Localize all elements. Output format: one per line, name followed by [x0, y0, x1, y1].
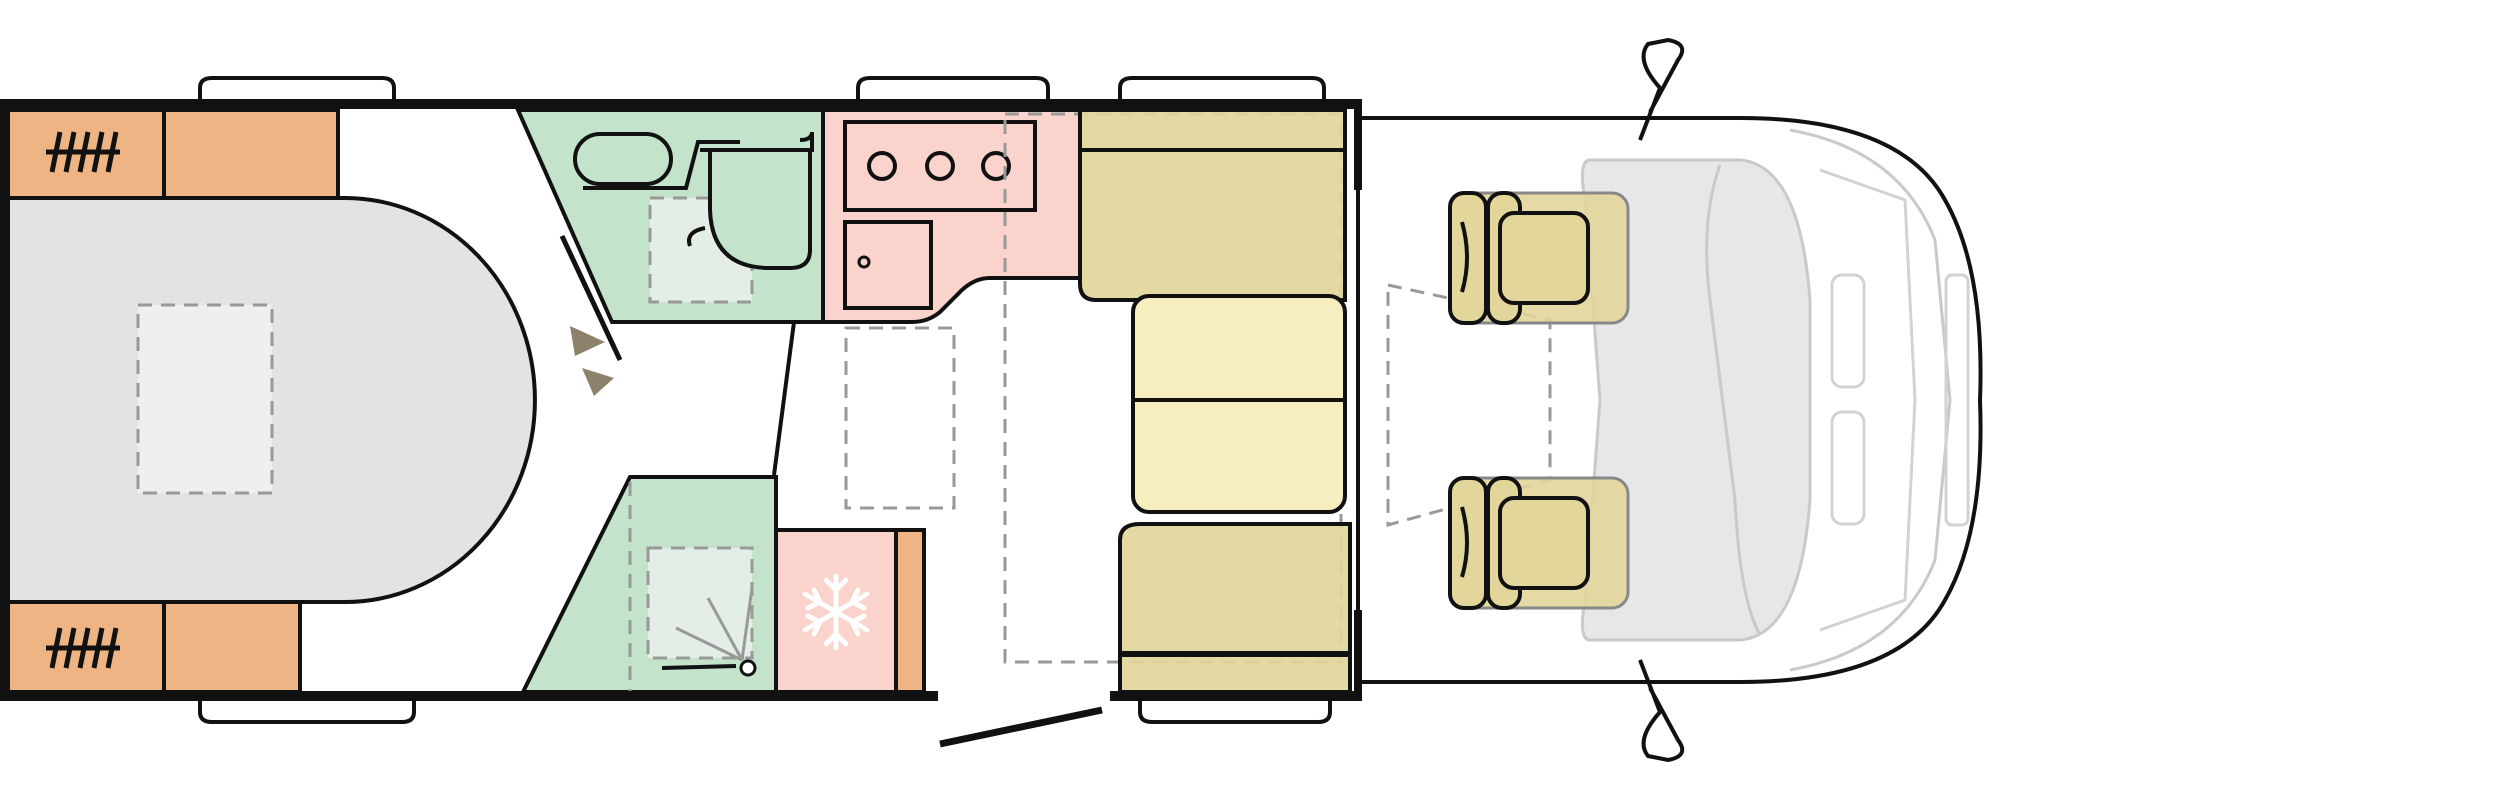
wheel-arch-rear-bottom	[198, 695, 416, 724]
stove-burners-icon	[843, 120, 1037, 212]
wheel-arch-front-bottom	[1138, 695, 1332, 724]
dinette	[1078, 108, 1352, 694]
mirror-bottom	[1638, 659, 1685, 763]
snowflake-icon	[802, 573, 870, 651]
shower-icon	[661, 587, 757, 677]
wardrobe-bottom	[6, 600, 302, 694]
toilet-icon	[687, 131, 814, 270]
mirror-top	[1638, 37, 1685, 141]
cab-vent-left	[1830, 273, 1866, 389]
wheel-arches	[198, 76, 1332, 724]
cab-bonnet-line-outer	[1789, 128, 1952, 672]
wheel-arch-rear-top	[198, 76, 396, 105]
floor-hatch-kitchen	[844, 326, 956, 510]
cab-bonnet-line-inner	[1819, 168, 1917, 632]
sink-icon	[573, 132, 740, 190]
sliding-door-panel	[559, 234, 623, 362]
bedroom-door	[559, 234, 623, 396]
wardrobe-top	[6, 108, 340, 200]
cab-dashboard-line	[1705, 164, 1762, 636]
bed-storage-hatch	[136, 303, 274, 495]
lounge-bench-top	[1078, 108, 1347, 302]
step-arrows-icon	[570, 326, 614, 396]
hanger-rail-icon	[46, 627, 120, 669]
wheel-arch-mid-top	[856, 76, 1050, 105]
wheel-arch-front-top	[1118, 76, 1326, 105]
fridge	[774, 528, 926, 694]
cab-seat-passenger	[1448, 476, 1630, 610]
cab-grille	[1944, 273, 1970, 527]
kitchen-unit	[821, 108, 1082, 324]
cab-seat-driver	[1448, 191, 1630, 325]
washroom-top	[514, 108, 825, 476]
dinette-table	[1131, 294, 1347, 514]
shower-tray	[646, 546, 754, 660]
lounge-bench-bottom	[1118, 522, 1352, 694]
kitchen-sink-icon	[843, 220, 933, 310]
outer-walls	[0, 99, 1362, 701]
cab-vent-right	[1830, 410, 1866, 526]
shower-room	[519, 475, 778, 694]
hanger-rail-icon	[46, 131, 120, 173]
washroom-door-line	[772, 321, 796, 476]
vehicle-cab	[1356, 37, 1983, 763]
entrance-door	[939, 706, 1103, 748]
